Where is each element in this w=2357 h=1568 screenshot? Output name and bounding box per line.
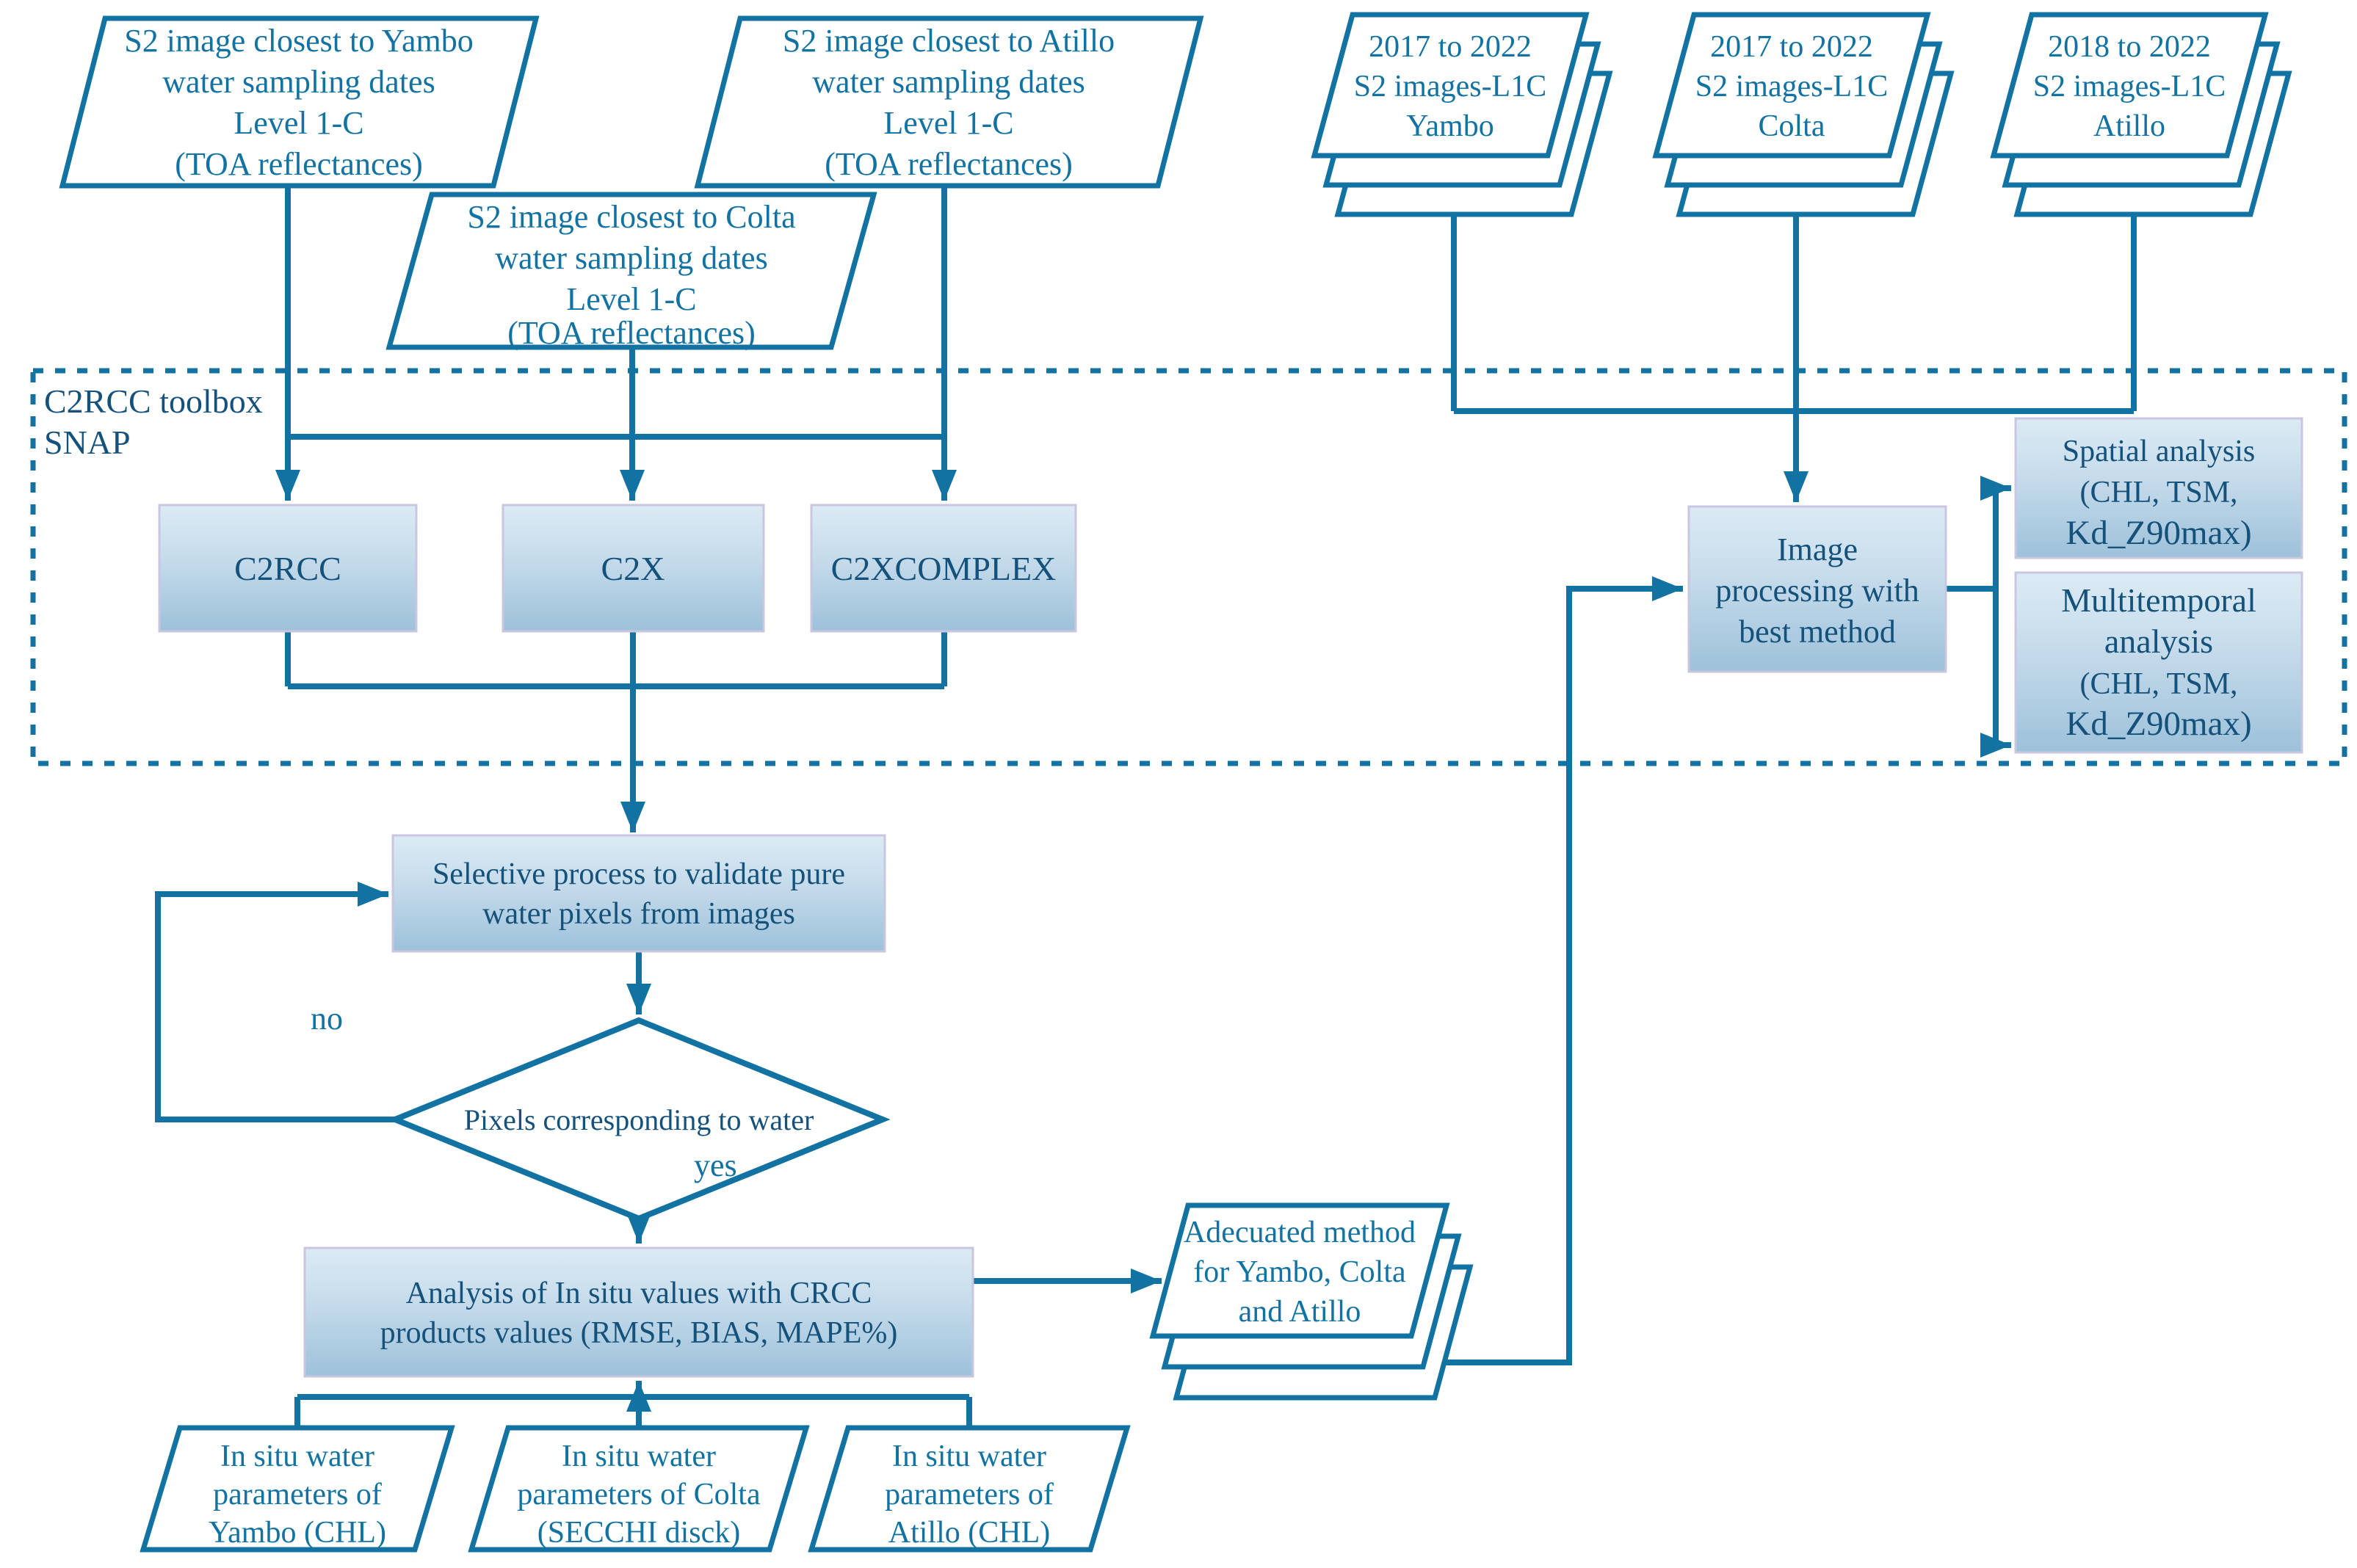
node-multitemporal-analysis: Multitemporal analysis (CHL, TSM, Kd_Z90… — [2014, 571, 2303, 754]
toolbox-label-line2: SNAP — [44, 424, 131, 461]
parallelogram-yambo — [59, 15, 540, 189]
s2-colta-line1: S2 image closest to Colta — [467, 199, 795, 235]
s2-atillo-line2: water sampling dates — [812, 64, 1085, 100]
node-spatial-analysis: Spatial analysis (CHL, TSM, Kd_Z90max) — [2014, 417, 2303, 559]
insitu-yambo-line2: parameters of — [213, 1478, 382, 1511]
c2xcomplex-box — [810, 504, 1077, 633]
adecuated-sheet-front — [1149, 1202, 1450, 1339]
node-analysis-insitu: Analysis of In situ values with CRCC pro… — [303, 1246, 974, 1378]
stack-colta-sheet-front — [1652, 12, 1931, 159]
analysis-line1: Analysis of In situ values with CRCC — [406, 1277, 872, 1310]
stack-colta-line2: S2 images-L1C — [1695, 70, 1888, 104]
multitemporal-line4: Kd_Z90max) — [2065, 705, 2251, 743]
insitu-colta-line3: (SECCHI disck) — [537, 1516, 741, 1550]
s2-atillo-line3: Level 1-C — [883, 105, 1013, 141]
spatial-line2: (CHL, TSM, — [2079, 476, 2237, 509]
stack-atillo-sheet-front — [1990, 12, 2269, 159]
stack-atillo-line2: S2 images-L1C — [2033, 70, 2226, 104]
node-c2xcomplex: C2XCOMPLEX — [810, 504, 1077, 633]
connector-adecuated-to-imgproc — [1439, 576, 1683, 1365]
stack-yambo-line1: 2017 to 2022 — [1369, 30, 1532, 64]
insitu-colta-line2: parameters of Colta — [517, 1478, 761, 1511]
image-processing-box — [1687, 505, 1947, 673]
s2-colta-line2: water sampling dates — [495, 240, 767, 276]
s2-colta-line4: (TOA reflectances) — [507, 315, 756, 351]
insitu-colta-line1: In situ water — [562, 1440, 716, 1473]
stack-yambo-sheet-front — [1311, 12, 1590, 159]
insitu-yambo-line3: Yambo (CHL) — [209, 1516, 386, 1550]
node-s2-yambo-dates: S2 image closest to Yambo water sampling… — [59, 15, 540, 189]
stack-atillo-line3: Atillo — [2093, 109, 2165, 143]
analysis-box — [303, 1246, 974, 1378]
insitu-atillo-parallelogram — [808, 1425, 1131, 1553]
c2rcc-label: C2RCC — [234, 550, 341, 587]
insitu-atillo-line3: Atillo (CHL) — [888, 1516, 1050, 1550]
decision-diamond — [387, 1017, 891, 1222]
stack-colta-line1: 2017 to 2022 — [1710, 30, 1873, 64]
insitu-atillo-line2: parameters of — [885, 1478, 1054, 1511]
selective-process-box — [391, 834, 886, 953]
node-stack-colta: 2017 to 2022 S2 images-L1C Colta — [1652, 12, 1955, 217]
decision-label: Pixels corresponding to water — [464, 1103, 814, 1136]
selective-line1: Selective process to validate pure — [432, 857, 845, 891]
node-adecuated-method: Adecuated method for Yambo, Colta and At… — [1149, 1202, 1474, 1401]
c2xcomplex-label: C2XCOMPLEX — [831, 550, 1057, 587]
node-stack-atillo: 2018 to 2022 S2 images-L1C Atillo — [1990, 12, 2292, 217]
s2-atillo-line4: (TOA reflectances) — [825, 146, 1073, 182]
node-s2-colta-dates: S2 image closest to Colta water sampling… — [385, 192, 877, 351]
selective-line2: water pixels from images — [482, 897, 795, 931]
image-processing-line1: Image — [1777, 531, 1858, 567]
toolbox-label: C2RCC toolbox SNAP — [44, 382, 263, 461]
multitemporal-analysis-box — [2014, 571, 2303, 754]
c2rcc-toolbox-dashed-container — [30, 368, 2347, 766]
node-decision-water-pixels: Pixels corresponding to water — [387, 1017, 891, 1222]
insitu-yambo-parallelogram — [140, 1425, 455, 1553]
s2-yambo-line4: (TOA reflectances) — [175, 146, 423, 182]
parallelogram-atillo — [694, 15, 1204, 189]
connector-no-loop — [155, 882, 395, 1122]
parallelogram-colta — [385, 192, 877, 350]
node-insitu-atillo: In situ water parameters of Atillo (CHL) — [808, 1425, 1131, 1553]
multitemporal-line1: Multitemporal — [2061, 581, 2256, 619]
spatial-line3: Kd_Z90max) — [2065, 514, 2251, 552]
c2x-label: C2X — [601, 550, 665, 587]
adecuated-line2: for Yambo, Colta — [1193, 1255, 1406, 1289]
adecuated-line3: and Atillo — [1239, 1295, 1361, 1329]
stack-colta-line3: Colta — [1759, 109, 1825, 143]
node-stack-yambo: 2017 to 2022 S2 images-L1C Yambo — [1311, 12, 1613, 217]
c2x-box — [502, 504, 765, 633]
toolbox-label-line1: C2RCC toolbox — [44, 382, 263, 420]
s2-yambo-line1: S2 image closest to Yambo — [124, 23, 473, 59]
adecuated-line1: Adecuated method — [1184, 1216, 1416, 1249]
node-c2x: C2X — [502, 504, 765, 633]
node-c2rcc: C2RCC — [158, 504, 418, 633]
node-image-processing: Image processing with best method — [1687, 505, 1947, 673]
analysis-line2: products values (RMSE, BIAS, MAPE%) — [380, 1316, 898, 1350]
node-insitu-yambo: In situ water parameters of Yambo (CHL) — [140, 1425, 455, 1553]
stack-yambo-line3: Yambo — [1406, 109, 1494, 143]
image-processing-line2: processing with — [1715, 573, 1919, 609]
stack-yambo-line2: S2 images-L1C — [1354, 70, 1546, 104]
insitu-atillo-line1: In situ water — [892, 1440, 1046, 1473]
stack-atillo-line1: 2018 to 2022 — [2048, 30, 2211, 64]
s2-yambo-line3: Level 1-C — [233, 105, 363, 141]
s2-yambo-line2: water sampling dates — [162, 64, 435, 100]
insitu-yambo-line1: In situ water — [220, 1440, 374, 1473]
spatial-analysis-box — [2014, 417, 2303, 559]
s2-colta-line3: Level 1-C — [566, 281, 696, 317]
node-s2-atillo-dates: S2 image closest to Atillo water samplin… — [694, 15, 1204, 189]
branch-no-label: no — [311, 1001, 343, 1037]
node-insitu-colta: In situ water parameters of Colta (SECCH… — [468, 1425, 810, 1553]
image-processing-line3: best method — [1739, 614, 1896, 650]
spatial-line1: Spatial analysis — [2063, 435, 2255, 468]
insitu-colta-parallelogram — [468, 1425, 810, 1553]
s2-atillo-line1: S2 image closest to Atillo — [783, 23, 1115, 59]
connectors — [155, 186, 2137, 1428]
branch-yes-label: yes — [694, 1147, 737, 1183]
node-selective-process: Selective process to validate pure water… — [391, 834, 886, 953]
c2rcc-box — [158, 504, 418, 633]
multitemporal-line2: analysis — [2104, 623, 2213, 660]
multitemporal-line3: (CHL, TSM, — [2079, 667, 2237, 701]
